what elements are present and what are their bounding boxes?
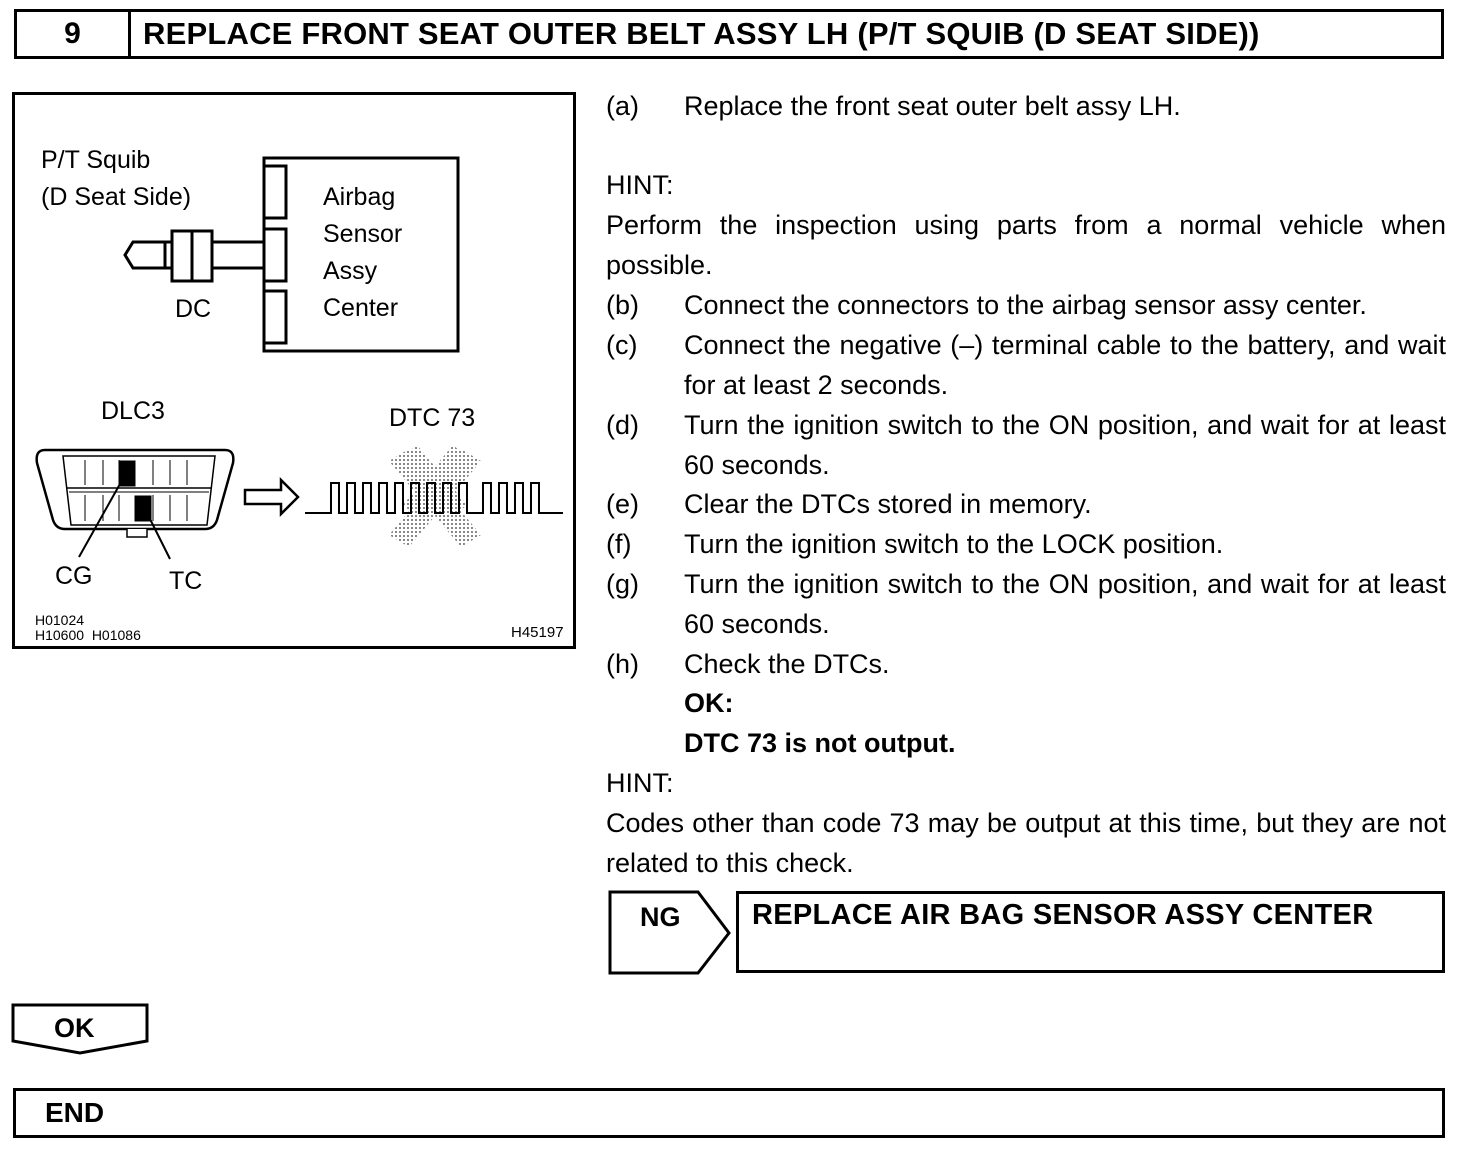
module-label-3: Assy bbox=[323, 257, 378, 285]
step-f-text: Turn the ignition switch to the LOCK pos… bbox=[684, 529, 1224, 559]
step-h-text: Check the DTCs. bbox=[684, 649, 890, 679]
module-label-1: Airbag bbox=[323, 183, 395, 211]
module-label-4: Center bbox=[323, 294, 398, 322]
end-label: END bbox=[45, 1097, 105, 1128]
step-d-text: Turn the ignition switch to the ON posit… bbox=[684, 410, 1446, 480]
step-d-label: (d) bbox=[606, 410, 639, 440]
dc-connector bbox=[123, 229, 264, 283]
hint-1-text: Perform the inspection using parts from … bbox=[606, 210, 1446, 280]
dtc-label: DTC 73 bbox=[389, 404, 475, 432]
ng-label: NG bbox=[640, 902, 681, 932]
hint-2-title: HINT: bbox=[606, 768, 674, 798]
ref-code-right: H45197 bbox=[511, 624, 564, 641]
step-c-text: Connect the negative (–) terminal cable … bbox=[684, 330, 1446, 400]
tc-label: TC bbox=[169, 567, 202, 595]
step-a-text: Replace the front seat outer belt assy L… bbox=[684, 91, 1181, 121]
step-c-label: (c) bbox=[606, 330, 638, 360]
ref-code-2: H10600 H01086 bbox=[35, 627, 141, 643]
hint-2-text: Codes other than code 73 may be output a… bbox=[606, 808, 1446, 878]
dc-label: DC bbox=[175, 295, 211, 323]
wiring-figure: P/T Squib (D Seat Side) DC Airbag Sensor… bbox=[12, 92, 576, 649]
step-a-label: (a) bbox=[606, 91, 639, 121]
ok-arrow-tag: OK bbox=[11, 1003, 149, 1055]
step-h-label: (h) bbox=[606, 649, 639, 679]
ok-criteria-text: DTC 73 is not output. bbox=[684, 728, 956, 758]
end-box: END bbox=[13, 1088, 1445, 1138]
step-b-label: (b) bbox=[606, 290, 639, 320]
ref-code-1: H01024 bbox=[35, 612, 84, 628]
step-g-text: Turn the ignition switch to the ON posit… bbox=[684, 569, 1446, 639]
dlc3-connector bbox=[35, 448, 235, 560]
figure-diagram: P/T Squib (D Seat Side) DC Airbag Sensor… bbox=[35, 146, 564, 643]
module-label-2: Sensor bbox=[323, 220, 402, 248]
ok-criteria-title: OK: bbox=[684, 688, 734, 718]
hint-1-title: HINT: bbox=[606, 170, 674, 200]
cg-label: CG bbox=[55, 562, 93, 590]
step-e-text: Clear the DTCs stored in memory. bbox=[684, 489, 1092, 519]
step-number: 9 bbox=[17, 12, 131, 56]
step-header: 9 REPLACE FRONT SEAT OUTER BELT ASSY LH … bbox=[14, 9, 1444, 59]
arrow-right-icon bbox=[243, 476, 300, 518]
dlc3-label: DLC3 bbox=[101, 397, 165, 425]
ng-arrow-tag: NG bbox=[608, 890, 731, 975]
ok-label: OK bbox=[54, 1013, 95, 1043]
step-e-label: (e) bbox=[606, 489, 639, 519]
step-f-label: (f) bbox=[606, 529, 632, 559]
airbag-sensor-module bbox=[262, 156, 460, 353]
step-title: REPLACE FRONT SEAT OUTER BELT ASSY LH (P… bbox=[143, 16, 1260, 51]
squib-label-2: (D Seat Side) bbox=[41, 183, 191, 211]
dtc-pulse-waveform bbox=[305, 482, 563, 514]
step-g-label: (g) bbox=[606, 569, 639, 599]
step-b-text: Connect the connectors to the airbag sen… bbox=[684, 290, 1367, 320]
squib-label-1: P/T Squib bbox=[41, 146, 150, 174]
ng-action-box: REPLACE AIR BAG SENSOR ASSY CENTER bbox=[736, 891, 1445, 973]
ng-action-text: REPLACE AIR BAG SENSOR ASSY CENTER bbox=[752, 899, 1374, 931]
